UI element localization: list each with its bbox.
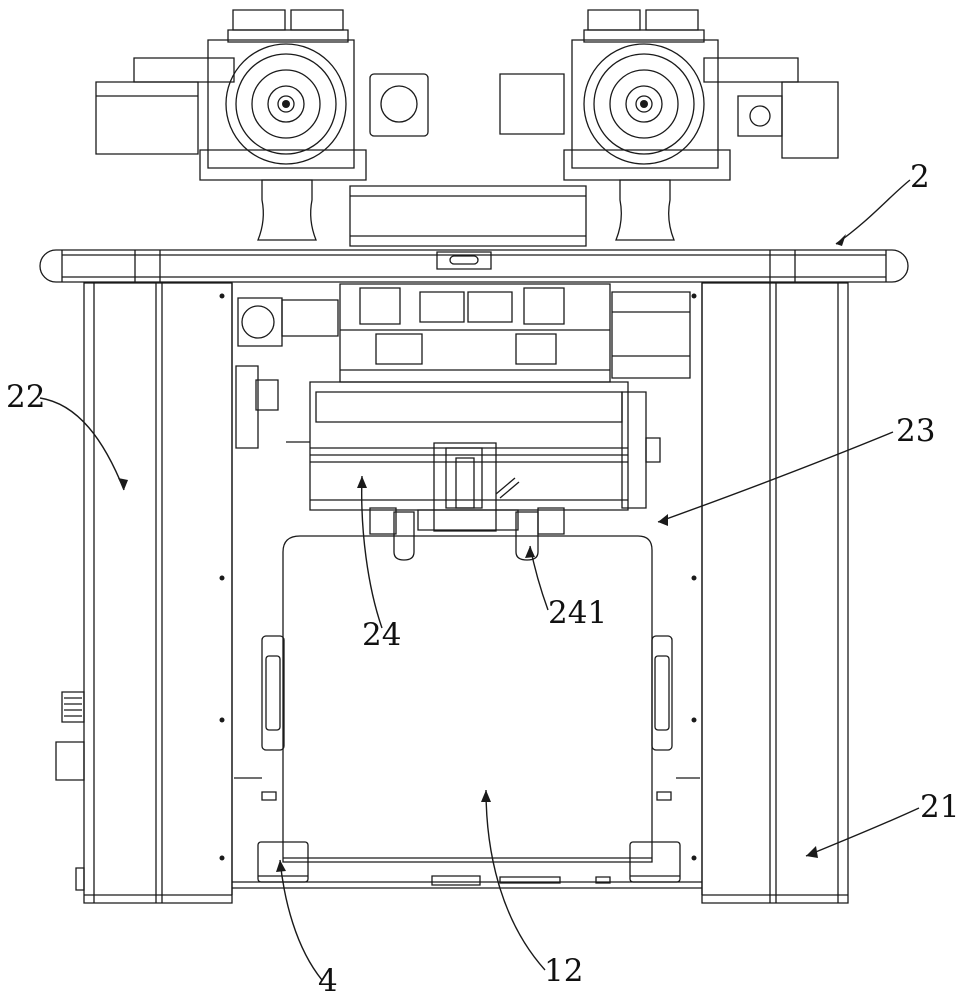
leader-lines [40, 180, 919, 980]
label-center-bin: 12 [544, 953, 584, 989]
label-assembly-tab: 241 [548, 595, 608, 631]
label-lower-bracket: 4 [318, 963, 338, 999]
left-side-panel [56, 283, 232, 903]
inner-frame [232, 283, 702, 895]
center-bin [262, 536, 672, 862]
upper-assembly [286, 382, 660, 560]
top-frame-bar [40, 250, 908, 282]
label-left-side-panel: 22 [6, 379, 46, 415]
right-wheel-unit [500, 10, 838, 240]
lower-brackets [258, 842, 680, 885]
right-side-panel [702, 283, 848, 903]
mechanism-block [236, 284, 690, 448]
label-upper-assembly: 24 [362, 617, 402, 653]
label-right-inner-region: 23 [896, 413, 936, 449]
left-wheel-unit [96, 10, 586, 246]
label-right-side-panel: 21 [920, 789, 960, 825]
arrow-heads [118, 100, 846, 872]
label-top-frame: 2 [910, 159, 930, 195]
